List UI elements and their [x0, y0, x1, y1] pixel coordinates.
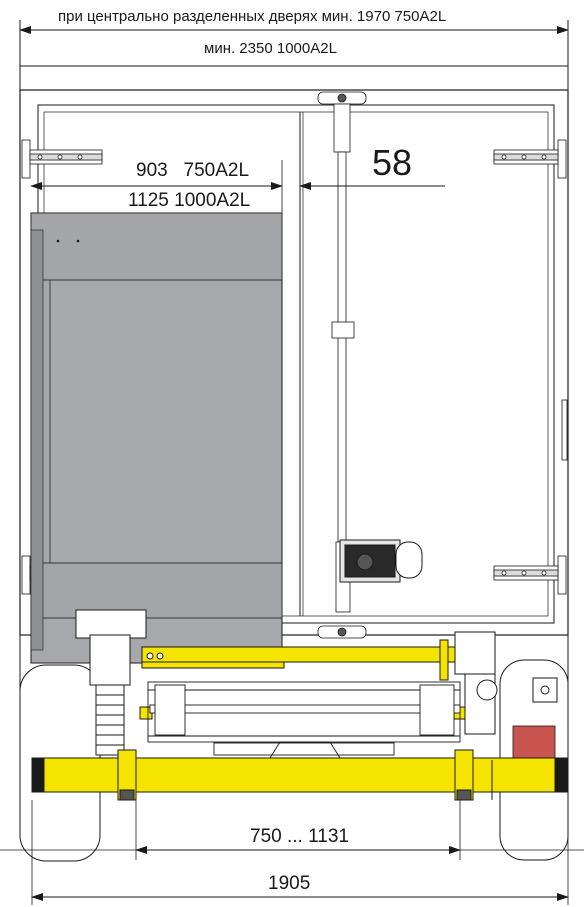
door-handle-right — [561, 399, 568, 461]
rear-bumper — [31, 749, 568, 801]
dimension-label-track: 750 ... 1131 — [248, 826, 351, 848]
dimension-label-top-2: мин. 2350 1000A2L — [204, 40, 337, 57]
left-door-panel — [30, 212, 283, 664]
hinge-bottom-right — [493, 555, 567, 595]
dimension-label-top-1: при центрально разделенных дверях мин. 1… — [56, 8, 449, 25]
shock-absorber-left — [75, 609, 147, 756]
dimension-label-overall: 1905 — [268, 873, 311, 894]
locking-rod — [317, 91, 367, 639]
hinge-top-right — [493, 139, 567, 179]
door-lock-handle — [339, 539, 423, 583]
body-outline — [19, 89, 569, 636]
hinge-top-left — [21, 139, 103, 179]
axle-mechanism — [147, 681, 461, 759]
chassis-frame — [139, 639, 468, 720]
dimension-label-door-width-1: 903 750A2L — [136, 160, 250, 181]
red-part — [512, 725, 556, 759]
shock-absorber-right — [454, 631, 498, 735]
dimension-label-hinge-offset: 58 — [372, 142, 413, 183]
dimension-label-door-width-2: 1125 1000A2L — [128, 190, 251, 211]
